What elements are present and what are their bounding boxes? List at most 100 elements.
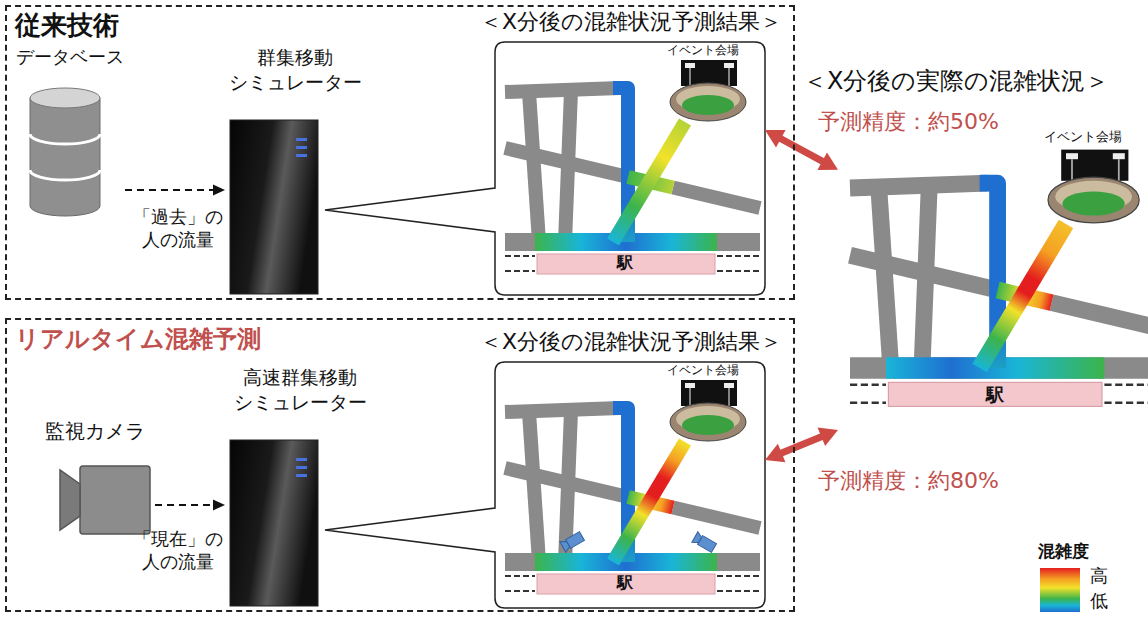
panel-title: リアルタイム混雑予測 [15,324,261,355]
server-icon [230,440,318,606]
panel-title: 従来技術 [15,9,119,43]
road [850,183,988,188]
railway [717,270,760,272]
prediction-map: ＜X分後の混雑状況予測結果＞イベント会場駅 [495,362,765,608]
camera-lens [60,470,80,530]
road [673,188,760,209]
street-map [505,60,760,274]
night-sky [1061,150,1128,181]
arrow-head [765,130,786,148]
venue-label: イベント会場 [667,43,739,59]
callout-bubble [325,362,765,608]
railway [717,590,760,592]
server-icon [230,120,318,294]
server-label: 高速群集移動 シミュレーター [225,365,375,414]
edge-label: 予測精度：約80% [818,467,999,496]
venue-label: イベント会場 [667,363,739,379]
edge-label: 「過去」の 人の流量 [128,205,228,252]
arrow-head [818,428,838,447]
arrow-line [125,189,215,191]
method-panel: リアルタイム混雑予測監視カメラ 高速群集移動 シミュレーター ＜X分後の混雑状況予測… [5,318,795,612]
floodlight-pole [728,68,730,86]
arrow-head [213,184,225,195]
railway [505,590,535,592]
stands [670,403,746,441]
arrow-line [779,138,824,162]
floodlight [724,63,734,68]
railway [505,255,535,257]
camera-marker-lens [560,539,571,552]
road [505,468,628,497]
flow-arrow [765,130,838,170]
camera-label: 監視カメラ [40,418,150,444]
arrow-head [817,152,838,170]
field [682,95,734,115]
floodlight-pole [728,388,730,406]
station-label: 駅 [617,253,633,274]
arrow-line [155,504,215,506]
database-band [30,134,100,144]
prediction-map: ＜X分後の混雑状況予測結果＞イベント会場駅 [495,42,765,295]
road [529,92,539,242]
station-label: 駅 [617,573,633,594]
camera-marker-lens [692,532,703,545]
arrow-line [780,436,823,454]
road [850,255,998,290]
map-heading: ＜X分後の混雑状況予測結果＞ [480,328,782,357]
database-band [30,170,100,180]
street-map [505,380,760,594]
database-top [30,88,100,108]
railway [1104,402,1148,404]
road [505,408,620,412]
railway [850,384,886,386]
floodlight [685,63,695,68]
floodlight-pole [1118,159,1120,181]
edge-label: 「現在」の 人の流量 [128,527,228,574]
server-light [296,146,307,149]
venue-label: イベント会場 [1044,129,1122,146]
database-body [30,98,100,216]
arrow-head [765,444,785,463]
camera-body [80,466,150,534]
server-light [296,138,307,141]
flow-arrow [765,428,838,463]
floodlight [724,383,734,388]
camera-marker [560,531,585,552]
night-sky [681,60,737,86]
congestion-road [980,224,1066,368]
server-light [296,154,307,157]
road [1052,303,1148,328]
street-map [850,150,1148,407]
map-heading: ＜X分後の混雑状況予測結果＞ [480,8,782,37]
stands [670,83,746,121]
database-icon [30,88,100,216]
floodlight-pole [689,68,691,86]
railway [850,402,886,404]
server-light [296,474,307,477]
arrow-head [213,499,225,510]
legend-text: 低 [1090,589,1108,612]
flow-arrow [155,499,225,510]
station-label: 駅 [986,383,1004,406]
railway [717,255,760,257]
floodlight [1066,153,1078,159]
road [673,508,760,529]
stadium-icon [1048,150,1139,223]
road [879,188,891,368]
legend-gradient [1040,568,1080,612]
road [505,88,620,92]
flow-arrow [125,184,225,195]
congestion-road [613,122,685,242]
edge-label: 予測精度：約50% [818,108,999,137]
method-panel: 従来技術データベース群集移動 シミュレーター＜X分後の混雑状況予測結果＞イベント… [5,5,795,300]
station [537,574,715,594]
server-body [230,120,318,294]
field [682,415,734,435]
field [1062,192,1124,216]
stadium-icon [670,380,746,441]
night-sky [681,380,737,406]
database-label: データベース [15,45,125,68]
station [537,254,715,274]
road [529,412,539,562]
